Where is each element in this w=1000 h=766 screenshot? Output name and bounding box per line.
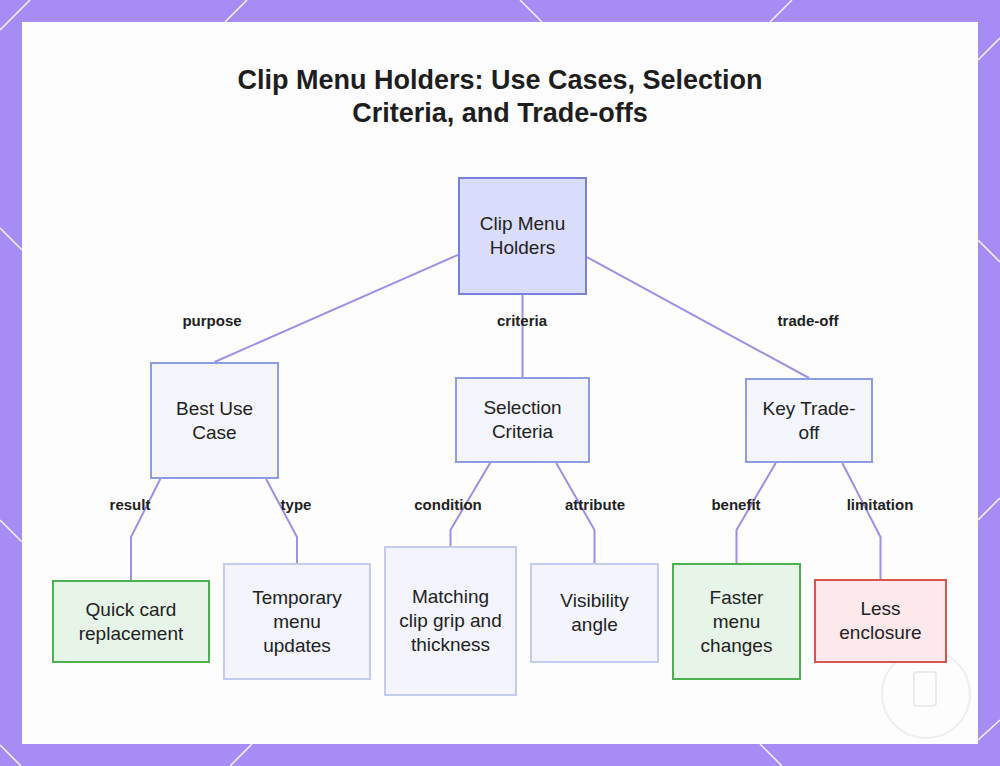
diagram-title: Clip Menu Holders: Use Cases, Selection …: [230, 64, 770, 130]
node-box: Key Trade-off: [745, 378, 873, 463]
node-box: Selection Criteria: [455, 377, 590, 463]
node-box: Temporary menu updates: [223, 563, 371, 680]
edge-label: trade-off: [778, 312, 839, 329]
connector-line: [556, 463, 594, 563]
node-text: Quick card replacement: [66, 598, 196, 646]
node-text: Selection Criteria: [469, 396, 576, 444]
edge-label: attribute: [565, 496, 625, 513]
node-text: Matching clip grip and thickness: [398, 585, 503, 657]
node-box: Clip Menu Holders: [458, 177, 587, 295]
node-text: Visibility angle: [544, 589, 645, 637]
connector-line: [266, 479, 297, 563]
edge-label: benefit: [711, 496, 760, 513]
edge-label: purpose: [182, 312, 241, 329]
connector-line: [522, 295, 524, 377]
node-box: Less enclosure: [814, 579, 947, 663]
node-text: Less enclosure: [828, 597, 933, 645]
node-text: Best Use Case: [164, 397, 265, 445]
node-text: Clip Menu Holders: [472, 212, 573, 260]
watermark-icon: [882, 650, 970, 738]
node-text: Faster menu changes: [686, 586, 787, 658]
node-box: Faster menu changes: [672, 563, 801, 680]
edge-label: result: [110, 496, 151, 513]
node-text: Key Trade-off: [759, 397, 859, 445]
node-box: Visibility angle: [530, 563, 659, 663]
edge-label: condition: [414, 496, 482, 513]
edge-label: criteria: [497, 312, 547, 329]
connector-line: [131, 479, 160, 580]
edge-label: type: [281, 496, 312, 513]
panel: [22, 22, 978, 744]
connector-line: [587, 257, 809, 378]
node-text: Temporary menu updates: [237, 586, 357, 658]
node-box: Matching clip grip and thickness: [384, 546, 517, 696]
node-box: Quick card replacement: [52, 580, 210, 663]
connector-line: [737, 463, 776, 563]
connector-line: [215, 255, 459, 362]
connector-line: [842, 463, 880, 579]
node-box: Best Use Case: [150, 362, 279, 479]
edge-label: limitation: [847, 496, 914, 513]
